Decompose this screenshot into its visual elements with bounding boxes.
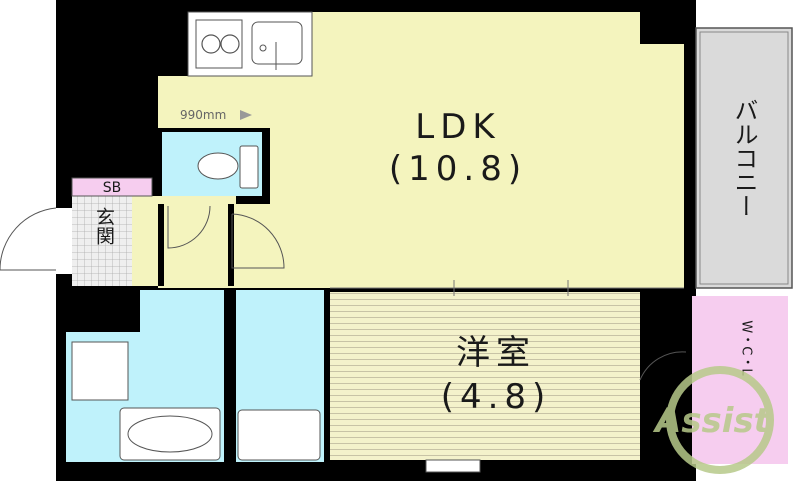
hall-doors (158, 204, 285, 286)
shoebox-label: SB (103, 180, 122, 196)
kitchen-counter (187, 11, 313, 77)
wet-area (66, 290, 324, 462)
western-room (330, 280, 684, 473)
dimension-arrow-icon (240, 110, 252, 120)
entrance-label: 玄関 (93, 207, 115, 245)
western-room-label: 洋室 (456, 333, 536, 373)
western-room-size: (4.8) (441, 377, 552, 417)
assist-logo: Assist (652, 366, 774, 474)
walk-in-closet: W・C・L (639, 296, 788, 464)
ldk-label: LDK (415, 107, 500, 147)
balcony: バルコニー (695, 27, 793, 289)
entrance: SB 玄関 (0, 177, 236, 286)
closet-label: W・C・L (739, 320, 754, 376)
toilet-room (158, 128, 270, 204)
ldk-size: (10.8) (389, 149, 527, 189)
dimension-note: 990mm (180, 108, 226, 122)
logo-text: Assist (652, 401, 772, 441)
balcony-label: バルコニー (730, 98, 758, 218)
